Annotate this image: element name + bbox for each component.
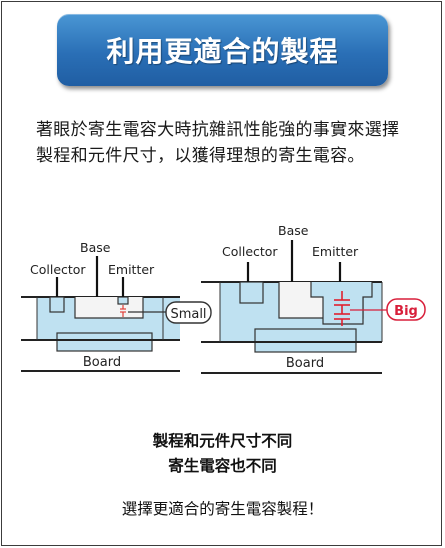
diagram-big-capacitance: Big Base Collector Emitter Board bbox=[201, 223, 426, 374]
collector-region bbox=[49, 296, 65, 313]
big-collector-label: Collector bbox=[222, 244, 278, 259]
board-block bbox=[56, 332, 153, 352]
base-region bbox=[74, 297, 144, 319]
emitter-region bbox=[117, 296, 129, 305]
small-callout-badge bbox=[165, 301, 212, 324]
conclusion-note: 選擇更適合的寄生電容製程！ bbox=[121, 500, 324, 518]
big-callout-badge bbox=[386, 298, 426, 321]
small-base-label: Base bbox=[80, 240, 111, 255]
banner-title: 利用更適合的製程 bbox=[106, 35, 339, 68]
conclusion-line-2: 寄生電容也不同 bbox=[168, 457, 277, 475]
collector-region bbox=[239, 281, 264, 304]
small-callout-label: Small bbox=[170, 307, 206, 322]
big-emitter-label: Emitter bbox=[312, 244, 359, 259]
small-capacitor-icon bbox=[120, 305, 126, 317]
conclusion-line-1: 製程和元件尺寸不同 bbox=[152, 432, 293, 450]
board-block bbox=[254, 328, 357, 353]
big-base-label: Base bbox=[278, 223, 309, 238]
big-capacitor-icon bbox=[334, 291, 350, 326]
diagram-small-capacitance: Small Base Collector Emitter Board bbox=[21, 240, 212, 372]
title-banner: 利用更適合的製程 bbox=[57, 14, 388, 86]
big-board-label: Board bbox=[286, 356, 324, 371]
emitter-region bbox=[310, 282, 373, 325]
small-board-label: Board bbox=[83, 355, 121, 370]
description-text: 著眼於寄生電容大時抗雜訊性能強的事實來選擇製程和元件尺寸，以獲得理想的寄生電容。 bbox=[36, 120, 400, 166]
small-collector-label: Collector bbox=[30, 262, 86, 277]
small-emitter-label: Emitter bbox=[108, 262, 155, 277]
big-callout-label: Big bbox=[394, 304, 418, 319]
